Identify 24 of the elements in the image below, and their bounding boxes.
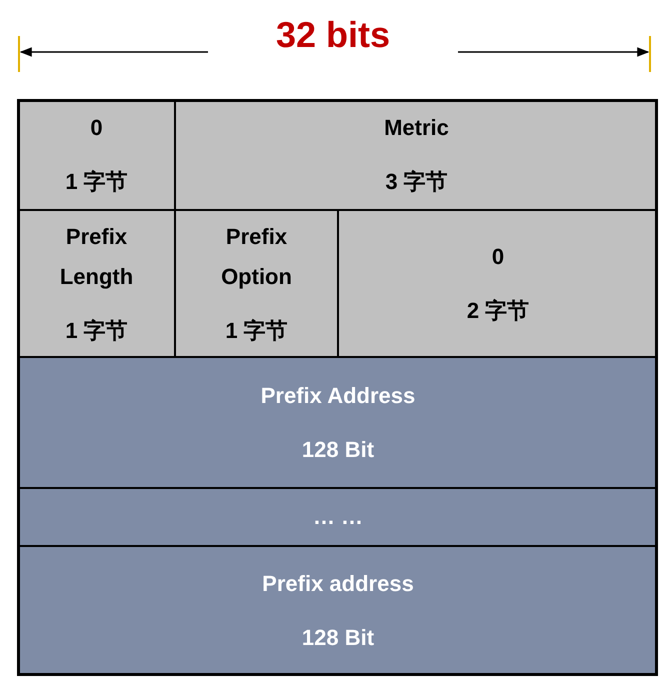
field-label: 0	[90, 114, 103, 142]
field-cell	[175, 210, 338, 357]
field-cell	[18, 210, 175, 357]
field-label: Metric	[384, 114, 449, 142]
field-label: 3 字节	[385, 168, 448, 196]
field-label: Prefix address	[262, 570, 414, 598]
field-cell	[18, 357, 658, 488]
field-label: … …	[312, 503, 364, 531]
width-label: 32 bits	[274, 14, 392, 56]
field-cell	[18, 546, 658, 676]
field-label: Prefix Length	[58, 222, 134, 291]
field-label: 128 Bit	[302, 436, 374, 464]
field-label: 1 字节	[225, 316, 288, 344]
field-cell	[18, 488, 658, 546]
field-cell	[175, 100, 658, 210]
field-label: 2 字节	[466, 296, 530, 324]
field-label: Prefix Option	[220, 222, 293, 291]
field-label: Prefix Address	[260, 382, 416, 410]
field-label: 128 Bit	[302, 624, 374, 652]
field-cell	[338, 210, 658, 357]
field-label: 1 字节	[65, 168, 128, 196]
field-cell	[18, 100, 175, 210]
field-label: 1 字节	[65, 316, 128, 344]
field-label: 0	[492, 242, 504, 270]
